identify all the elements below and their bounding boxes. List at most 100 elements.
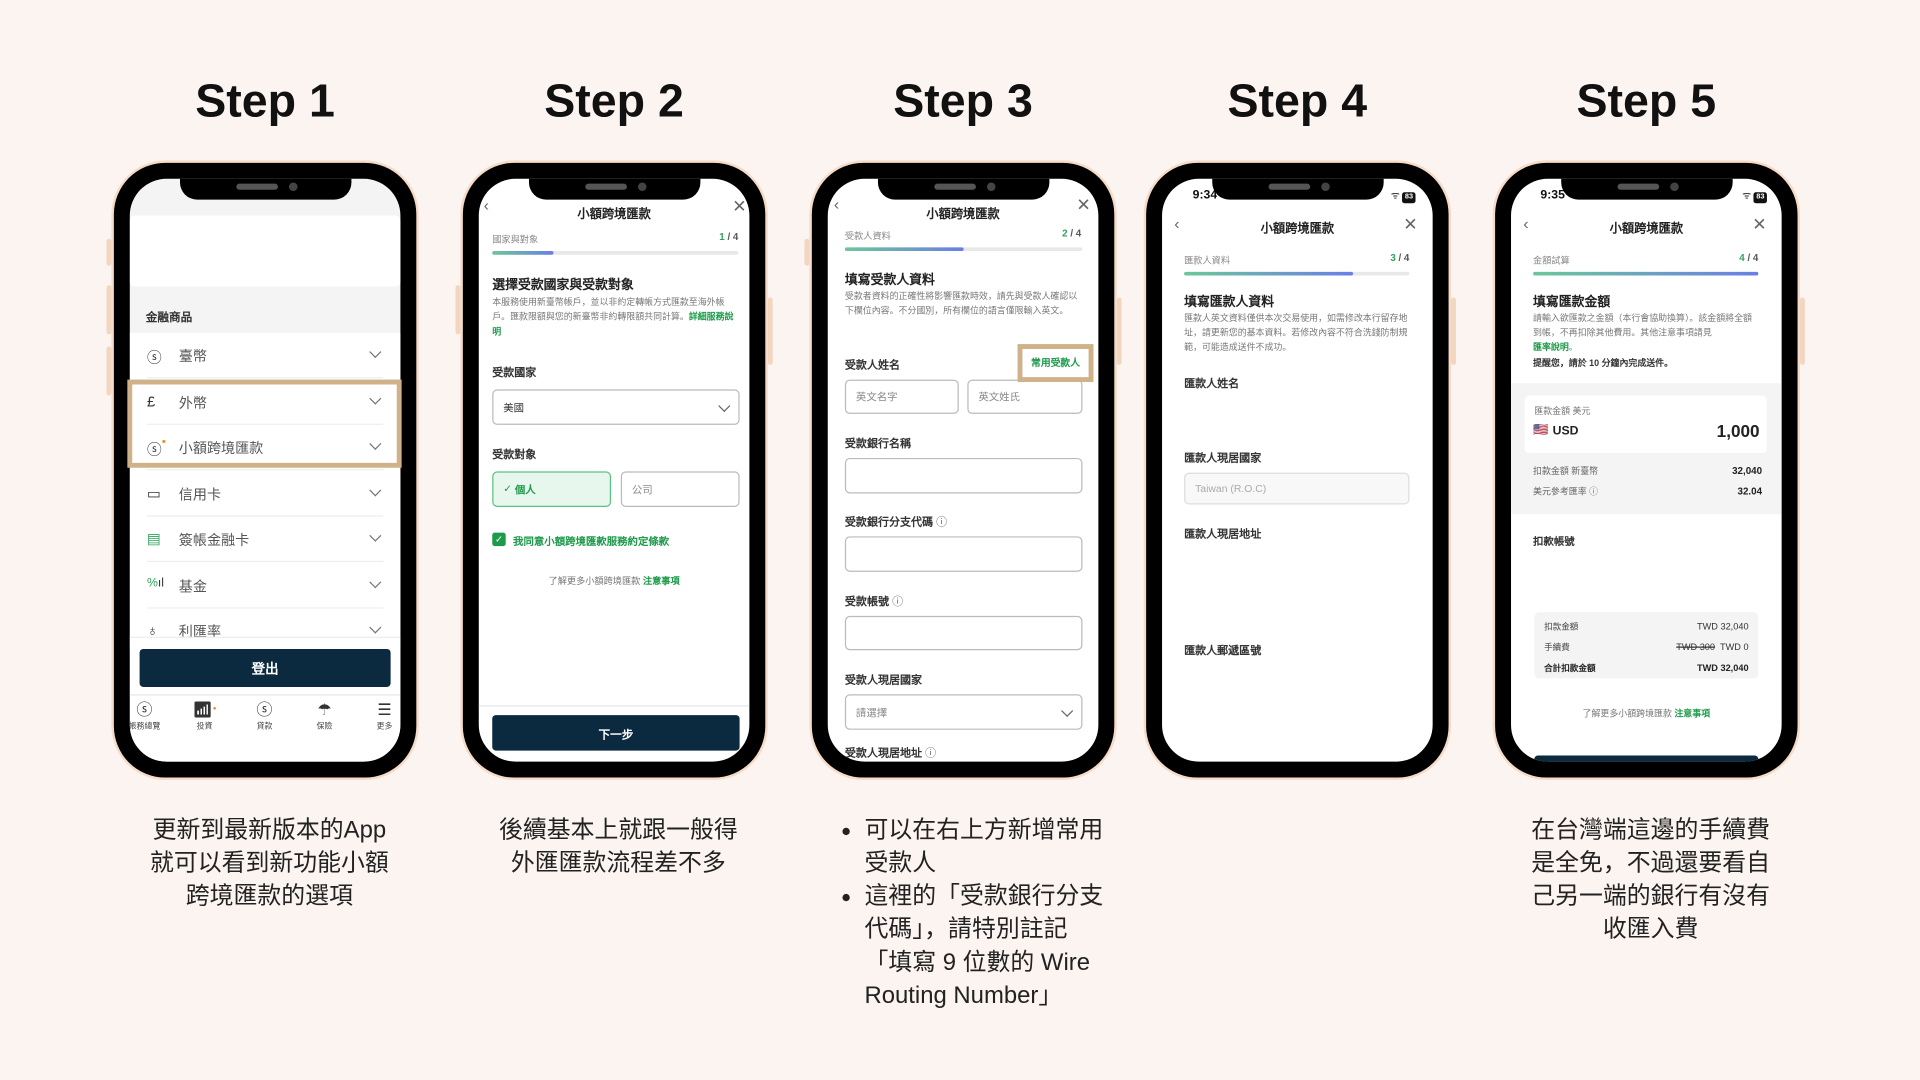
payee-info-screen: ‹ 小額跨境匯款 ✕ 受款人資料 2 / 4 填寫受款人資料 受款者資料的正確性…	[827, 178, 1099, 762]
next-button[interactable]: 下一步	[492, 715, 740, 751]
remitter-name-label: 匯款人姓名	[1184, 377, 1240, 390]
caption-step-5: 在台灣端這邊的手續費是全免，不過還要看自己另一端的銀行有沒有收匯入費	[1531, 816, 1771, 943]
note: 了解更多小額跨境匯款 注意事項	[548, 575, 680, 587]
check-icon: ✓	[503, 482, 515, 495]
close-icon[interactable]: ✕	[1752, 214, 1767, 234]
nav-title: 小額跨境匯款	[577, 208, 651, 222]
menu-icon: ☰	[377, 700, 392, 719]
bank-name-label: 受款銀行名稱	[844, 437, 912, 450]
status-icons: ᯤ 83	[1742, 189, 1767, 204]
info-icon[interactable]: ⓘ	[925, 746, 937, 760]
info-icon[interactable]: ⓘ	[936, 515, 948, 528]
exchange-rate-link[interactable]: 匯率說明	[1533, 341, 1569, 353]
fund-chart-icon: %ıl	[146, 576, 164, 591]
terms-link[interactable]: 我同意小額跨境匯款服務約定條款	[513, 535, 670, 548]
status-time: 9:34	[1192, 188, 1218, 203]
close-icon[interactable]: ✕	[732, 195, 747, 216]
account-input[interactable]	[844, 615, 1083, 651]
back-icon[interactable]: ‹	[1174, 214, 1180, 233]
info-icon[interactable]: ⓘ	[892, 595, 904, 608]
step-title-4: Step 4	[1227, 75, 1368, 128]
remitter-country-input: Taiwan (R.O.C)	[1184, 472, 1410, 505]
progress-fill	[844, 247, 964, 252]
step-counter: 2 / 4	[1062, 227, 1082, 239]
chevron-down-icon	[369, 529, 382, 542]
wifi-icon: ᯤ	[1742, 189, 1752, 201]
menu-item-credit-card[interactable]: ▭信用卡	[130, 471, 401, 517]
heading: 填寫受款人資料	[844, 273, 935, 288]
wifi-icon: ᯤ	[1390, 189, 1400, 201]
remitter-info-screen: 9:34 ᯤ 83 ‹ 小額跨境匯款 ✕ 匯款人資料 3 / 4 填寫匯款人資料…	[1162, 178, 1433, 762]
bank-name-input[interactable]	[844, 457, 1083, 494]
caption-step-2: 後續基本上就跟一般得外匯匯款流程差不多	[498, 816, 738, 877]
payee-country-select[interactable]: 請選擇	[844, 694, 1083, 730]
remitter-country-label: 匯款人現居國家	[1184, 451, 1262, 465]
branch-code-input[interactable]	[844, 536, 1083, 572]
dollar-circle-icon: ⓢ	[136, 700, 153, 719]
step-counter: 1 / 4	[719, 231, 739, 243]
tab-investment[interactable]: 📶︎●投資	[178, 700, 232, 731]
nav-title: 小額跨境匯款	[926, 208, 1000, 222]
debit-account-label: 扣款帳號	[1533, 535, 1575, 548]
phone-step-3: ‹ 小額跨境匯款 ✕ 受款人資料 2 / 4 填寫受款人資料 受款者資料的正確性…	[804, 160, 1122, 781]
country-label: 受款國家	[492, 366, 537, 379]
description: 本服務使用新臺幣帳戶，並以非約定轉帳方式匯款至海外帳戶。匯款限額與您的新臺幣非約…	[492, 296, 734, 337]
tab-insurance[interactable]: ☂︎保險	[298, 700, 352, 731]
frequent-payee-highlight[interactable]: 常用受款人	[1017, 344, 1094, 383]
close-icon[interactable]: ✕	[1076, 194, 1091, 215]
credit-card-icon: ▭	[146, 484, 161, 503]
first-name-input[interactable]: 英文名字	[844, 379, 959, 414]
notice-link[interactable]: 注意事項	[642, 575, 680, 587]
notice-link[interactable]: 注意事項	[1674, 707, 1711, 719]
progress-bar	[1533, 271, 1759, 276]
investment-chart-icon: 📶︎●	[192, 700, 217, 719]
payee-country-label: 受款人現居國家	[844, 673, 923, 686]
back-icon[interactable]: ‹	[1523, 214, 1529, 233]
nav-title: 小額跨境匯款	[1609, 222, 1684, 237]
agree-checkbox[interactable]: ✓	[492, 532, 506, 547]
step-title-2: Step 2	[544, 75, 684, 128]
target-individual-option[interactable]: ✓ 個人	[492, 471, 612, 507]
payee-address-label: 受款人現居地址 ⓘ	[844, 746, 937, 760]
progress-bar	[844, 247, 1083, 252]
last-name-input[interactable]: 英文姓氏	[967, 379, 1083, 414]
back-icon[interactable]: ‹	[833, 194, 840, 214]
heading: 選擇受款國家與受款對象	[492, 277, 634, 293]
phone-step-2: ‹ 小額跨境匯款 ✕ 國家與對象 1 / 4 選擇受款國家與受款對象 本服務使用…	[455, 160, 773, 781]
info-icon[interactable]: ⓘ	[1589, 486, 1599, 498]
back-icon[interactable]: ‹	[483, 195, 489, 215]
target-company-option[interactable]: 公司	[620, 471, 740, 507]
debit-twd-label: 扣款金額 新臺幣	[1533, 465, 1599, 477]
tab-more[interactable]: ☰更多	[358, 700, 401, 731]
rate-label: 美元參考匯率 ⓘ	[1533, 486, 1599, 498]
caption-step-3: 可以在右上方新增常用受款人這裡的「受款銀行分支代碼」，請特別註記「填寫 9 位數…	[840, 814, 1109, 1012]
service-details-link[interactable]: 詳細服務說明	[492, 311, 734, 337]
reminder: 提醒您，請於 10 分鐘內完成送件。	[1533, 357, 1674, 369]
submit-button[interactable]	[1534, 755, 1759, 762]
menu-item-debit-card[interactable]: ▤簽帳金融卡	[130, 517, 401, 563]
close-icon[interactable]: ✕	[1403, 214, 1418, 234]
amount-card[interactable]: 匯款金額 美元 🇺🇸 USD 1,000	[1524, 395, 1767, 454]
step-counter: 4 / 4	[1739, 252, 1759, 264]
progress-bar	[492, 251, 739, 255]
menu-item-foreign-currency[interactable]: £外幣	[130, 380, 401, 425]
money-bag-icon: ♁	[146, 622, 158, 640]
menu-item-cross-border-remittance[interactable]: ⓢ●小額跨境匯款	[130, 425, 401, 471]
amount-input: 1,000	[1716, 421, 1760, 441]
battery-icon: 83	[1753, 192, 1767, 204]
step-label: 受款人資料	[844, 230, 891, 242]
cross-border-remittance-icon: ⓢ●	[146, 438, 167, 458]
step-title-1: Step 1	[195, 75, 335, 128]
description: 受款者資料的正確性將影響匯款時效，請先與受款人確認以下欄位內容。不分國別，所有欄…	[844, 290, 1078, 316]
logout-button[interactable]: 登出	[139, 648, 391, 687]
heading: 填寫匯款人資料	[1184, 295, 1275, 310]
country-select[interactable]: 美國	[492, 389, 740, 425]
chevron-down-icon	[369, 576, 382, 589]
